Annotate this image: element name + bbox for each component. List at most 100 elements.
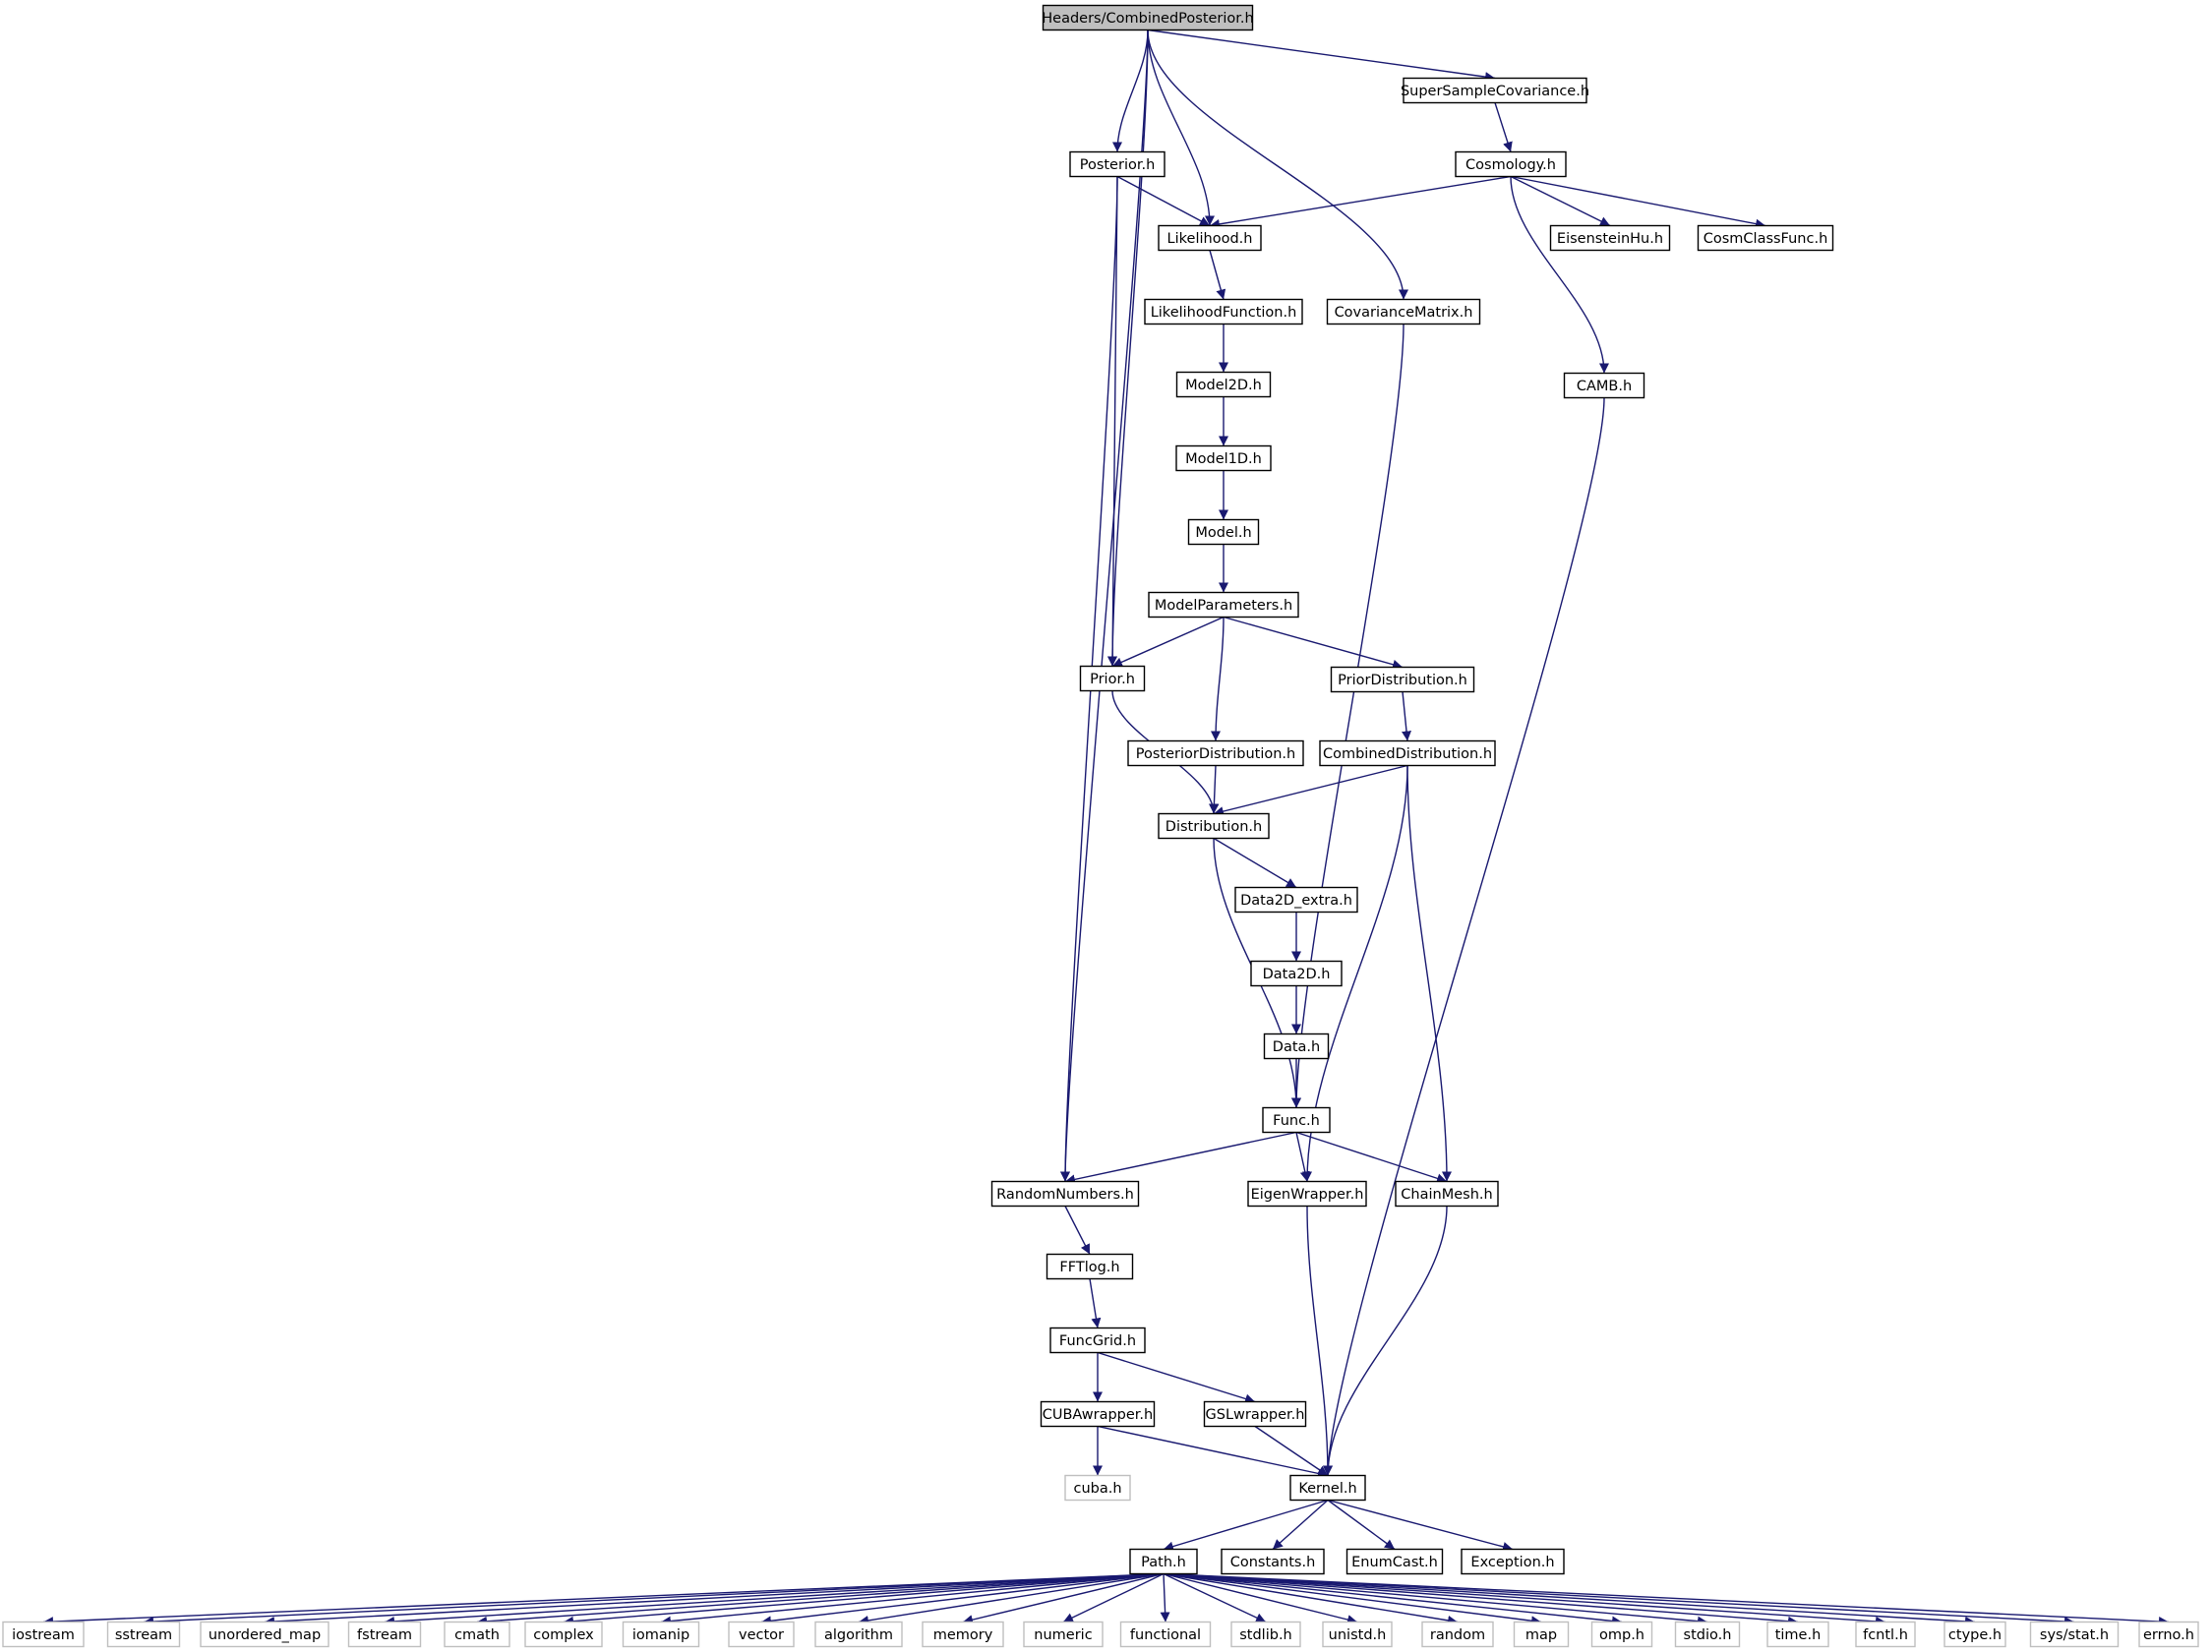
node-path[interactable]: Path.h: [1129, 1548, 1198, 1575]
node-model2d[interactable]: Model2D.h: [1175, 371, 1272, 398]
edge-root-to-ssc: [1147, 29, 1496, 83]
node-label-eisenstein: EisensteinHu.h: [1557, 231, 1663, 247]
edge-path-to-iostream: [42, 1572, 1165, 1627]
node-label-vector: vector: [739, 1627, 784, 1643]
node-posterior[interactable]: Posterior.h: [1069, 150, 1166, 178]
node-label-prior: Prior.h: [1090, 672, 1135, 687]
node-data2d[interactable]: Data2D.h: [1250, 960, 1343, 987]
node-label-complex: complex: [533, 1627, 594, 1643]
edge-path-to-complex: [563, 1572, 1165, 1626]
node-likefunc[interactable]: LikelihoodFunction.h: [1144, 298, 1303, 325]
edge-path-to-fstream: [384, 1572, 1165, 1626]
node-priordist[interactable]: PriorDistribution.h: [1330, 666, 1475, 693]
node-ssc[interactable]: SuperSampleCovariance.h: [1401, 77, 1589, 104]
node-eigen[interactable]: EigenWrapper.h: [1247, 1180, 1367, 1208]
node-label-fcntl: fcntl.h: [1863, 1627, 1908, 1643]
node-label-path: Path.h: [1141, 1555, 1186, 1570]
node-root[interactable]: Headers/CombinedPosterior.h: [1042, 4, 1254, 31]
edge-func-to-random: [1064, 1131, 1297, 1185]
node-kernel[interactable]: Kernel.h: [1289, 1474, 1366, 1502]
node-postdist[interactable]: PosteriorDistribution.h: [1127, 739, 1304, 767]
node-random-std: random: [1421, 1621, 1494, 1648]
node-functional: functional: [1119, 1621, 1212, 1648]
node-box-priordist: [1330, 666, 1475, 693]
edge-ssc-to-cosmology: [1494, 102, 1513, 152]
node-eisenstein[interactable]: EisensteinHu.h: [1549, 224, 1671, 252]
node-box-sysstat: [2029, 1621, 2120, 1648]
node-label-iomanip: iomanip: [632, 1627, 689, 1643]
node-label-map: map: [1525, 1627, 1557, 1643]
edge-path-to-vector: [760, 1572, 1165, 1626]
node-camb[interactable]: CAMB.h: [1563, 372, 1645, 399]
node-memory: memory: [922, 1621, 1004, 1648]
node-sysstat: sys/stat.h: [2029, 1621, 2120, 1648]
node-covmat[interactable]: CovarianceMatrix.h: [1326, 298, 1481, 325]
node-func[interactable]: Func.h: [1262, 1106, 1331, 1134]
edge-func-to-chainmesh: [1295, 1131, 1448, 1184]
node-cosmclass[interactable]: CosmClassFunc.h: [1697, 224, 1834, 252]
edge-kernel-to-path: [1163, 1499, 1329, 1552]
node-combdist[interactable]: CombinedDistribution.h: [1319, 739, 1496, 767]
edge-priordist-to-combdist: [1402, 691, 1411, 741]
node-label-cosmology: Cosmology.h: [1465, 157, 1556, 173]
node-box-fftlog: [1046, 1253, 1134, 1280]
node-data2dextra[interactable]: Data2D_extra.h: [1234, 886, 1358, 914]
node-iomanip: iomanip: [622, 1621, 700, 1648]
edge-path-to-sysstat: [1163, 1572, 2075, 1626]
node-unistd: unistd.h: [1322, 1621, 1393, 1648]
node-cosmology[interactable]: Cosmology.h: [1455, 150, 1567, 178]
edge-combdist-to-distribution: [1213, 764, 1408, 816]
node-box-eigen: [1247, 1180, 1367, 1208]
node-box-likelihood: [1158, 224, 1262, 252]
edge-path-to-cmath: [476, 1572, 1165, 1626]
edge-root-to-covmat: [1147, 30, 1408, 300]
edge-path-to-ctype: [1163, 1572, 1976, 1626]
node-cuba[interactable]: CUBAwrapper.h: [1040, 1400, 1156, 1428]
node-model[interactable]: Model.h: [1187, 518, 1260, 546]
node-label-cubah: cuba.h: [1073, 1481, 1121, 1497]
edge-distribution-to-data2dextra: [1213, 837, 1297, 889]
node-label-model: Model.h: [1195, 525, 1251, 541]
node-likelihood[interactable]: Likelihood.h: [1158, 224, 1262, 252]
node-box-model1d: [1175, 444, 1272, 472]
node-box-sstream: [106, 1621, 181, 1648]
edge-camb-to-kernel: [1323, 397, 1605, 1476]
node-label-gsl: GSLwrapper.h: [1206, 1407, 1305, 1423]
node-time: time.h: [1766, 1621, 1829, 1648]
node-model1d[interactable]: Model1D.h: [1175, 444, 1272, 472]
node-label-camb: CAMB.h: [1577, 379, 1632, 394]
node-box-fstream: [347, 1621, 422, 1648]
node-data[interactable]: Data.h: [1263, 1032, 1330, 1060]
node-box-path: [1129, 1548, 1198, 1575]
node-exception[interactable]: Exception.h: [1461, 1548, 1565, 1575]
node-distribution[interactable]: Distribution.h: [1158, 812, 1270, 840]
node-label-stdlib: stdlib.h: [1239, 1627, 1292, 1643]
node-constants[interactable]: Constants.h: [1221, 1548, 1325, 1575]
node-numeric: numeric: [1023, 1621, 1104, 1648]
node-label-likelihood: Likelihood.h: [1167, 231, 1253, 247]
node-random[interactable]: RandomNumbers.h: [990, 1180, 1140, 1208]
edge-root-to-likelihood: [1147, 30, 1215, 226]
node-chainmesh[interactable]: ChainMesh.h: [1395, 1180, 1499, 1208]
node-sstream: sstream: [106, 1621, 181, 1648]
node-box-map: [1513, 1621, 1570, 1648]
node-box-funcgrid: [1049, 1327, 1146, 1354]
node-gsl[interactable]: GSLwrapper.h: [1203, 1400, 1307, 1428]
node-box-combdist: [1319, 739, 1496, 767]
node-box-covmat: [1326, 298, 1481, 325]
node-box-cubah: [1064, 1474, 1131, 1502]
node-label-model2d: Model2D.h: [1185, 378, 1262, 393]
node-box-data: [1263, 1032, 1330, 1060]
node-modelparams[interactable]: ModelParameters.h: [1148, 591, 1299, 619]
node-label-priordist: PriorDistribution.h: [1338, 673, 1467, 688]
node-prior[interactable]: Prior.h: [1079, 665, 1146, 692]
node-complex: complex: [524, 1621, 603, 1648]
edge-path-to-stdio: [1163, 1572, 1708, 1626]
node-funcgrid[interactable]: FuncGrid.h: [1049, 1327, 1146, 1354]
edge-modelparams-to-prior: [1111, 616, 1225, 668]
edge-path-to-time: [1163, 1572, 1799, 1626]
node-enumcast[interactable]: EnumCast.h: [1345, 1548, 1444, 1575]
edge-funcgrid-to-gsl: [1097, 1351, 1256, 1404]
node-fftlog[interactable]: FFTlog.h: [1046, 1253, 1134, 1280]
